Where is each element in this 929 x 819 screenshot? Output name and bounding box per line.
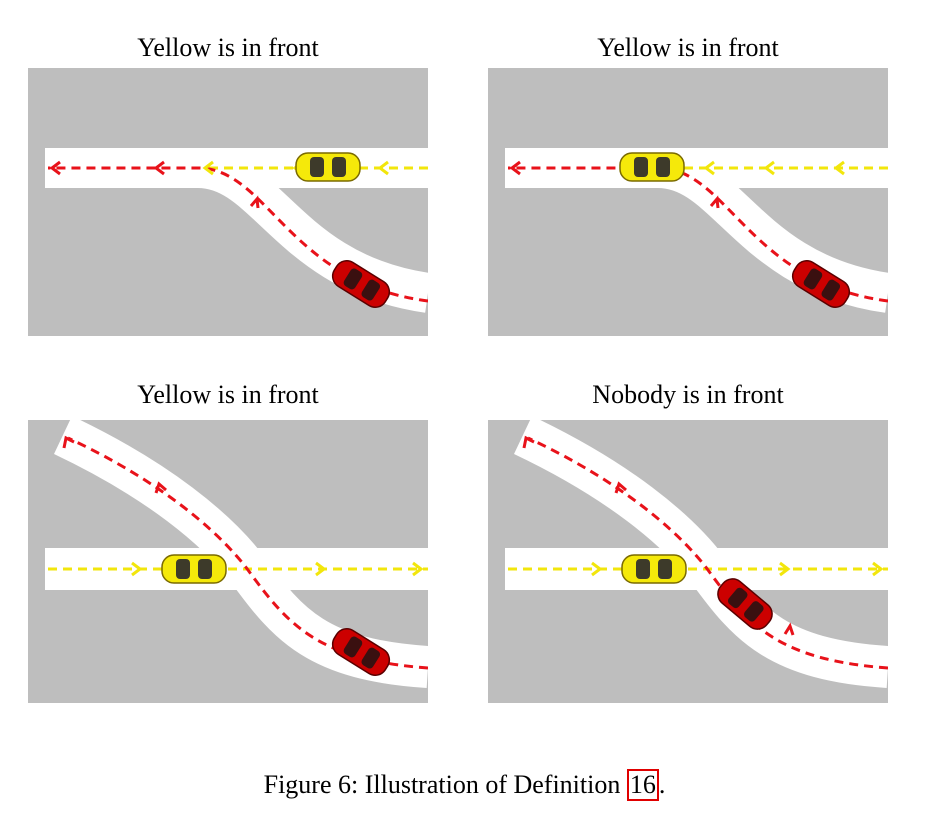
yellow-car-icon (619, 152, 685, 182)
panel-title-4: Nobody is in front (592, 380, 784, 409)
panel-title-1: Yellow is in front (137, 33, 319, 62)
definition-reference-link[interactable]: 16 (626, 769, 659, 801)
panel-1-illustration (28, 68, 428, 336)
panel-title-2: Yellow is in front (597, 33, 779, 62)
caption-text: Figure 6: Illustration of Definition (263, 770, 627, 799)
red-car-icon (717, 578, 773, 630)
panel-4-illustration (488, 420, 888, 703)
yellow-car-icon (295, 152, 361, 182)
red-car-icon (331, 260, 391, 308)
red-car-icon (331, 628, 391, 676)
panel-title-3: Yellow is in front (137, 380, 319, 409)
red-car-icon (791, 260, 851, 308)
panel-2-illustration (488, 68, 888, 336)
figure-caption: Figure 6: Illustration of Definition 16. (0, 768, 929, 802)
caption-period: . (658, 770, 666, 799)
panel-3-illustration (28, 420, 428, 703)
yellow-car-icon (161, 554, 227, 584)
yellow-car-icon (621, 554, 687, 584)
